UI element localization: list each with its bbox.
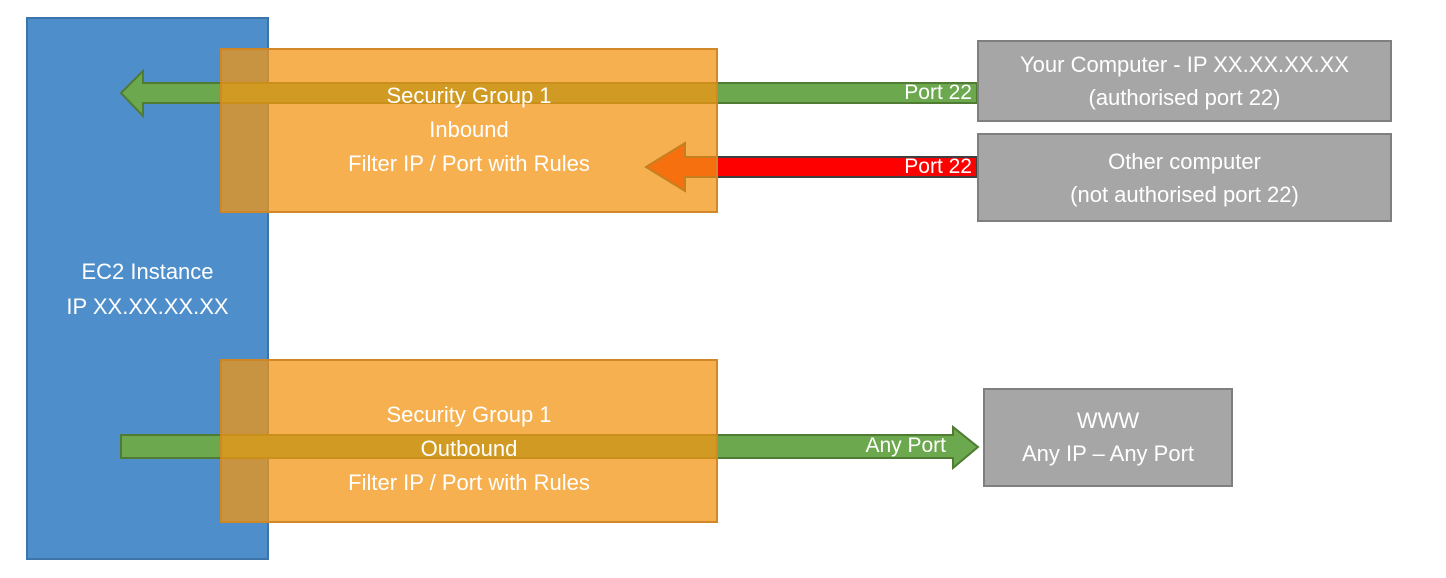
sg-inbound-description: Filter IP / Port with Rules [348,151,590,176]
other-computer-subtitle: (not authorised port 22) [1070,182,1299,207]
www-box: WWW Any IP – Any Port [983,388,1233,487]
security-group-outbound-box: Security Group 1 Outbound Filter IP / Po… [220,359,718,523]
www-subtitle: Any IP – Any Port [1021,441,1195,466]
ec2-instance-title: EC2 Instance [81,259,214,284]
sg-outbound-title: Security Group 1 [386,402,552,427]
www-title: WWW [1076,408,1140,433]
outbound-port-label: Any Port [865,434,946,457]
your-computer-box: Your Computer - IP XX.XX.XX.XX (authoris… [977,40,1392,122]
other-computer-title: Other computer [1108,149,1261,174]
security-group-inbound-box: Security Group 1 Inbound Filter IP / Por… [220,48,718,213]
ec2-instance-ip: IP XX.XX.XX.XX [66,294,229,319]
sg-inbound-direction: Inbound [429,117,509,142]
other-computer-box: Other computer (not authorised port 22) [977,133,1392,222]
your-computer-subtitle: (authorised port 22) [1088,85,1281,110]
sg-outbound-description: Filter IP / Port with Rules [348,470,590,495]
inbound-allowed-port-label: Port 22 [904,81,972,104]
sg-inbound-title: Security Group 1 [386,83,552,108]
your-computer-title: Your Computer - IP XX.XX.XX.XX [1020,52,1349,77]
sg-outbound-direction: Outbound [420,436,518,461]
inbound-denied-port-label: Port 22 [904,155,972,178]
